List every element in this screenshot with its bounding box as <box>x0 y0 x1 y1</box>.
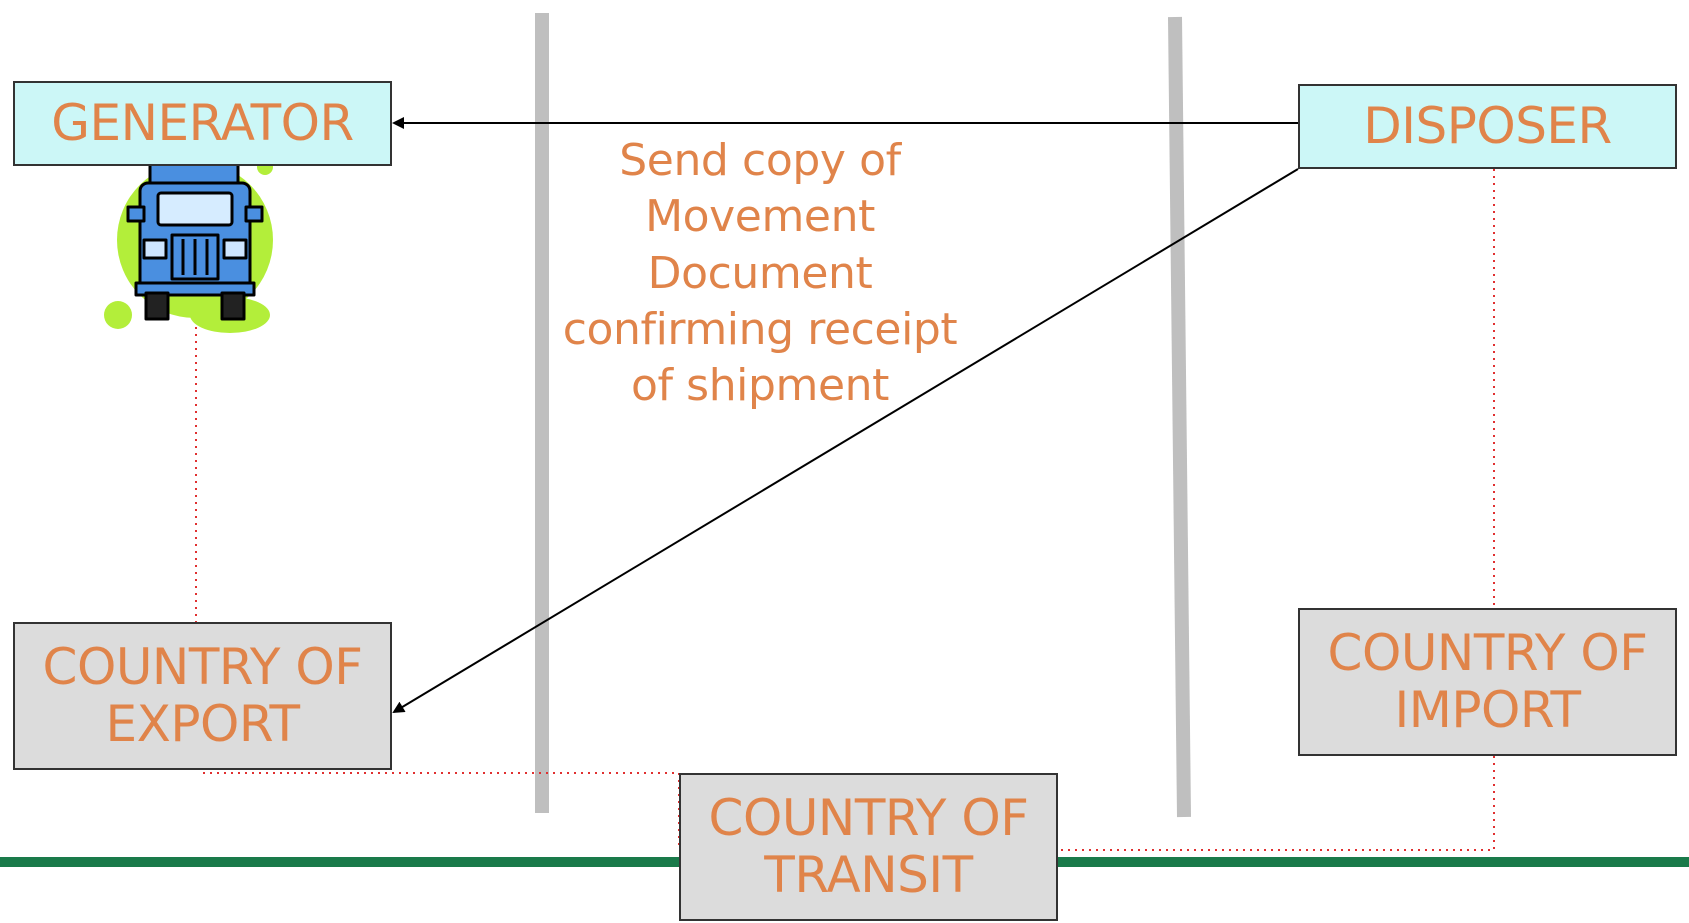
country-of-import-node: COUNTRY OF IMPORT <box>1298 608 1677 756</box>
generator-node: GENERATOR <box>13 81 392 166</box>
country-of-export-node: COUNTRY OF EXPORT <box>13 622 392 770</box>
disposer-node: DISPOSER <box>1298 84 1677 169</box>
boundary-line-right <box>1168 16 1191 818</box>
arrow-disposer-to-export <box>392 168 1299 714</box>
import-transit-link-lower <box>1060 756 1495 851</box>
country-of-transit-node: COUNTRY OF TRANSIT <box>679 773 1058 921</box>
truck-icon <box>104 158 273 333</box>
message-label: Send copy of Movement Document confirmin… <box>562 135 958 412</box>
export-transit-link <box>203 772 680 850</box>
